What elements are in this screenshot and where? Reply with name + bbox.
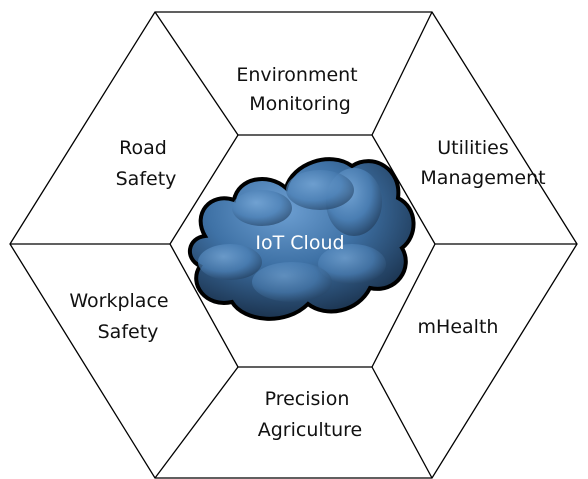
label-utilities-management: Utilities Management (420, 137, 545, 189)
label-mhealth: mHealth (418, 316, 499, 338)
cloud-puff (232, 190, 292, 226)
label-workplace-safety: Workplace Safety (69, 290, 174, 343)
cloud-icon: IoT Cloud (188, 157, 416, 321)
label-precision-agriculture: Precision Agriculture (258, 388, 363, 441)
label-road-safety: Road Safety (116, 137, 177, 190)
label-environment-monitoring: Environment Monitoring (236, 64, 363, 115)
cloud-puff (318, 244, 386, 284)
cloud-label: IoT Cloud (255, 232, 344, 254)
divider-top-right (371, 11, 433, 136)
cloud-puff (198, 244, 262, 280)
divider-top-left (154, 11, 239, 136)
cloud-puff (286, 170, 354, 210)
divider-bottom-right (371, 366, 433, 479)
cloud-puff (252, 262, 332, 302)
divider-bottom-left (154, 366, 239, 479)
